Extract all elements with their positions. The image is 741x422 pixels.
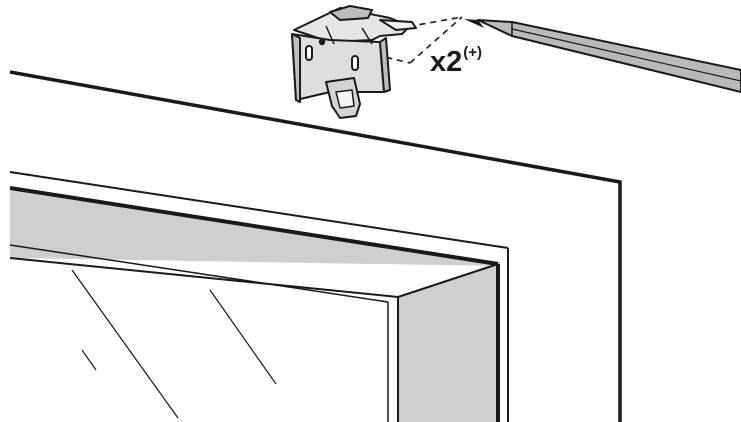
quantity-count: x2 [430,46,463,78]
bracket-slot-right [351,55,359,71]
quantity-superscript: (+) [463,44,483,61]
window-frame [9,171,509,422]
quantity-label: x2(+) [430,45,482,78]
wall-outline [9,70,622,422]
mounting-bracket-icon [291,5,417,119]
glass-reflections [71,269,277,419]
bracket-slot-left [305,45,313,61]
frame-side-recess [398,264,498,422]
pencil-icon [464,19,741,93]
